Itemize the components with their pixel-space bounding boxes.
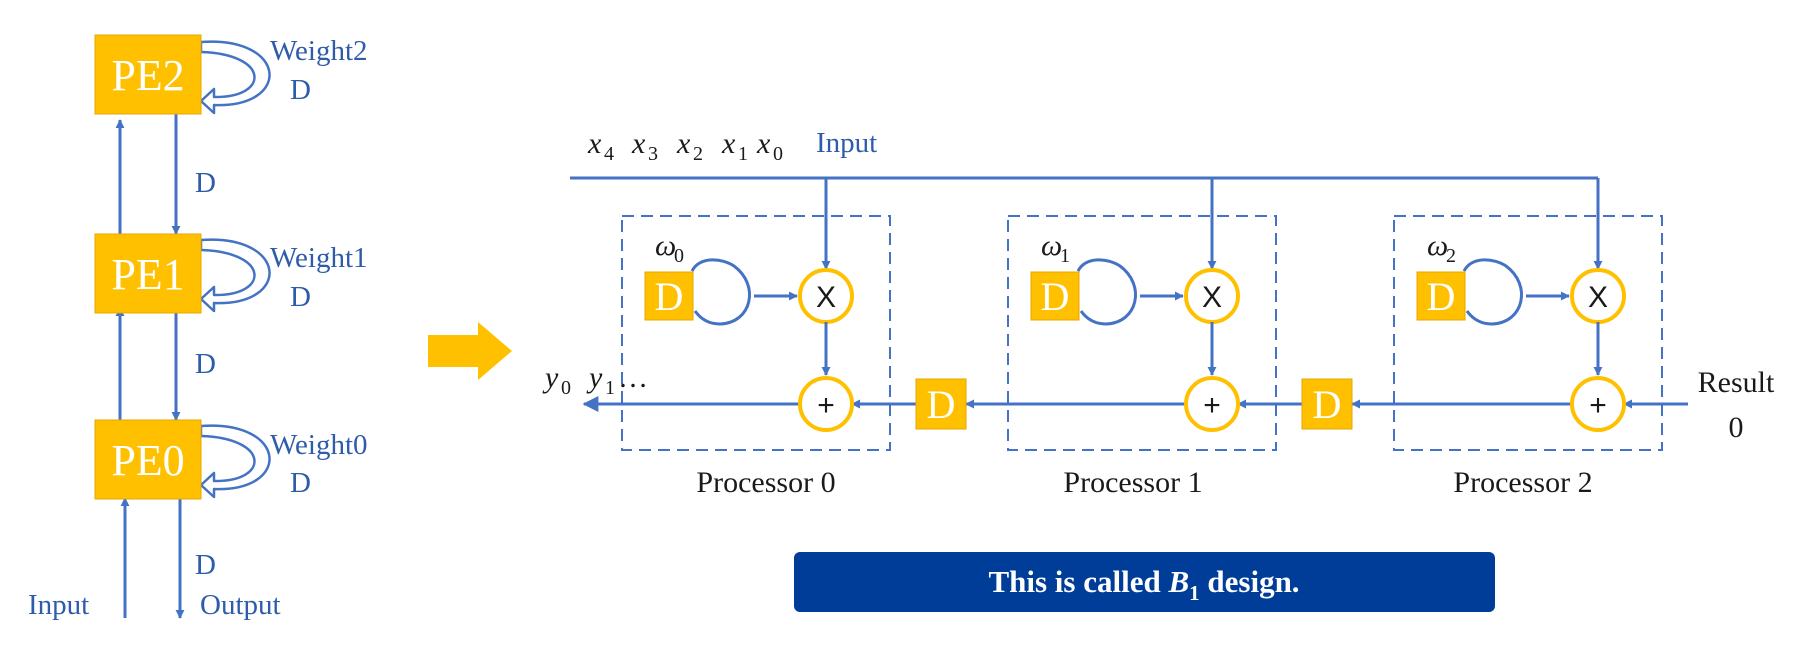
add-symbol: + [1589, 389, 1607, 422]
x0-symbol: x [756, 127, 771, 160]
x3-subscript: 3 [648, 143, 658, 165]
input-sequence: x 4 x 3 x 2 x 1 x 0 [587, 127, 783, 165]
weight-subscript: 1 [1060, 245, 1070, 267]
weight2-delay: D [290, 74, 311, 106]
x4-symbol: x [587, 127, 602, 160]
delay-label: D [1313, 382, 1342, 427]
output-delay: D [195, 549, 216, 581]
weight0-delay: D [290, 467, 311, 499]
weight-feedback-loop [1076, 258, 1137, 326]
processor-1-label: Processor 1 [1063, 466, 1202, 499]
multiply-symbol: X [1202, 281, 1222, 314]
y1-subscript: 1 [605, 377, 615, 399]
output-sequence: y 0 y 1 … [542, 361, 648, 399]
add-symbol: + [1203, 389, 1221, 422]
weight-loop-pe2 [199, 40, 271, 115]
x2-symbol: x [676, 127, 691, 160]
weight-subscript: 2 [1446, 245, 1456, 267]
result-label: Result [1698, 366, 1775, 399]
add-symbol: + [817, 389, 835, 422]
weight-loop-pe0 [199, 424, 271, 499]
banner-symbol: B [1167, 564, 1189, 599]
weight-delay-block [1030, 271, 1080, 321]
processor-1-box [1007, 215, 1277, 451]
b1-design: x 4 x 3 x 2 x 1 x 0 Input D D [542, 127, 1775, 499]
link-delay-upper: D [195, 167, 216, 199]
weight2-label: Weight2 [270, 35, 368, 67]
adder-node [798, 376, 854, 432]
weight-feedback-loop [1462, 258, 1523, 326]
x0-subscript: 0 [773, 143, 783, 165]
x3-symbol: x [631, 127, 646, 160]
weight-delay-label: D [1041, 274, 1070, 319]
x4-subscript: 4 [604, 143, 614, 165]
pe1-label: PE1 [111, 250, 184, 299]
pe2-block: PE2 [94, 34, 202, 115]
y0-symbol: y [542, 361, 559, 394]
input-bus-label: Input [816, 127, 877, 159]
weight-delay-label: D [1427, 274, 1456, 319]
weight-symbol: ω [1427, 229, 1448, 262]
pe-array: PE2 PE1 PE0 Weight2 D Weight1 D Weight0 … [28, 34, 368, 621]
pe2-label: PE2 [111, 51, 184, 100]
ellipsis: … [618, 361, 648, 394]
delay-label: D [927, 382, 956, 427]
processor-2-label: Processor 2 [1453, 466, 1592, 499]
multiply-symbol: X [816, 281, 836, 314]
weight-subscript: 0 [674, 245, 684, 267]
weight-loop-pe1 [199, 238, 271, 313]
weight-feedback-loop [690, 258, 751, 326]
banner-prefix: This is called [988, 564, 1168, 599]
banner-text: This is called B1 design. [988, 564, 1299, 605]
y0-subscript: 0 [561, 377, 571, 399]
weight-delay-block [1416, 271, 1466, 321]
adder-node [1570, 376, 1626, 432]
banner-suffix: design. [1200, 564, 1300, 599]
weight-delay-label: D [655, 274, 684, 319]
link-delay-lower: D [195, 348, 216, 380]
adder-node [1184, 376, 1240, 432]
pe0-block: PE0 [94, 419, 202, 500]
input-label: Input [28, 589, 89, 621]
delay-block-p1-p0: D [915, 378, 967, 430]
weight-delay-block [644, 271, 694, 321]
processor-0-label: Processor 0 [696, 466, 835, 499]
y1-symbol: y [586, 361, 603, 394]
x1-subscript: 1 [738, 143, 748, 165]
weight1-delay: D [290, 281, 311, 313]
pe1-block: PE1 [94, 233, 202, 314]
output-label: Output [200, 589, 281, 621]
banner-subscript: 1 [1189, 581, 1200, 605]
weight0-label: Weight0 [270, 429, 368, 461]
x2-subscript: 2 [693, 143, 703, 165]
weight-symbol: ω [655, 229, 676, 262]
processor-2: D X + ω 2 Processor 2 [1416, 229, 1626, 499]
processor-1: D X + ω 1 Processor 1 [1030, 229, 1240, 499]
result-zero-label: 0 [1729, 411, 1744, 444]
multiply-symbol: X [1588, 281, 1608, 314]
processor-0-box [621, 215, 891, 451]
processor-2-box [1393, 215, 1663, 451]
x1-symbol: x [721, 127, 736, 160]
weight1-label: Weight1 [270, 242, 368, 274]
pe0-label: PE0 [111, 436, 184, 485]
delay-block-p2-p1: D [1301, 378, 1353, 430]
transform-arrow-icon [428, 322, 512, 380]
design-banner: This is called B1 design. [794, 552, 1495, 612]
weight-symbol: ω [1041, 229, 1062, 262]
processor-0: D X + ω 0 Processor 0 [644, 229, 854, 499]
